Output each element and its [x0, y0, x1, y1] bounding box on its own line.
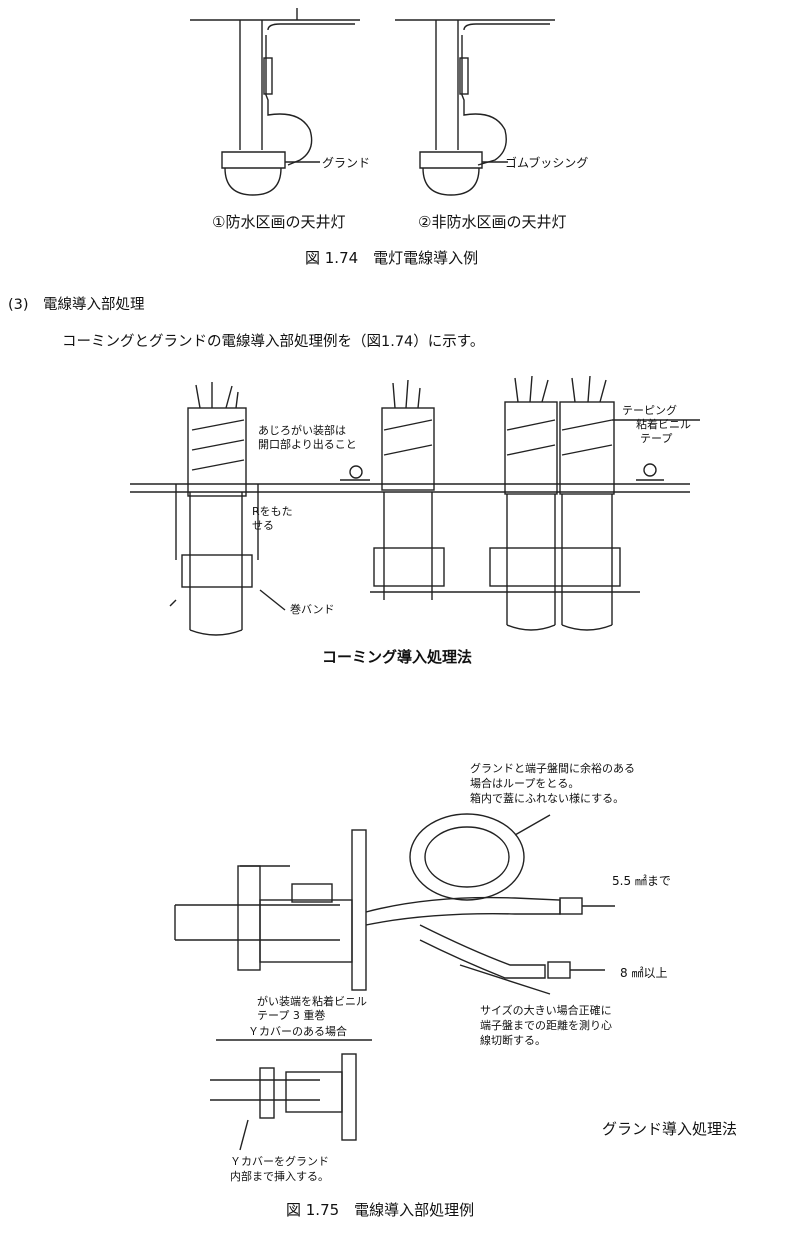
gland-label-8mm: 8 ㎟以上: [620, 966, 668, 980]
figure-caption-175: 図 1.75 電線導入部処理例: [286, 1201, 475, 1219]
section-heading: (3) 電線導入部処理: [8, 297, 145, 313]
gland-note-armor-2: テープ 3 重巻: [257, 1009, 326, 1022]
gland-note-loop-1: グランドと端子盤間に余裕のある: [470, 762, 635, 775]
coaming-note-vinyl-1: 粘着ビニル: [636, 418, 691, 431]
figure-caption-174: 図 1.74 電灯電線導入例: [305, 249, 479, 267]
subcaption-non-waterproof: ②非防水区画の天井灯: [418, 213, 567, 231]
ycover-note-1: Ｙカバーをグランド: [230, 1155, 329, 1168]
gland-note-armor-1: がい装端を粘着ビニル: [257, 995, 367, 1008]
gland-label-5-5mm: 5.5 ㎟まで: [612, 874, 671, 888]
gland-note-loop-3: 箱内で蓋にふれない様にする。: [470, 792, 625, 805]
subcaption-waterproof: ①防水区画の天井灯: [212, 213, 346, 231]
section-body: コーミングとグランドの電線導入部処理例を（図1.74）に示す。: [62, 334, 485, 350]
coaming-note-armor-1: あじろがい装部は: [258, 424, 346, 437]
gland-note-size-1: サイズの大きい場合正確に: [480, 1004, 612, 1017]
coaming-title: コーミング導入処理法: [322, 648, 473, 666]
gland-label: グランド: [322, 156, 371, 170]
ycover-title: Ｙカバーのある場合: [248, 1025, 347, 1038]
ycover-note-2: 内部まで挿入する。: [230, 1170, 329, 1183]
rubber-bushing-label: ゴムブッシング: [505, 156, 589, 170]
gland-title: グランド導入処理法: [602, 1120, 738, 1138]
gland-note-size-2: 端子盤までの距離を測り心: [480, 1019, 612, 1032]
coaming-note-band: 巻バンド: [290, 603, 335, 616]
gland-note-loop-2: 場合はループをとる。: [470, 777, 580, 790]
coaming-note-r-1: Rをもた: [252, 505, 293, 518]
coaming-note-r-2: せる: [252, 519, 274, 532]
coaming-note-taping: テーピング: [622, 404, 677, 417]
gland-note-size-3: 線切断する。: [480, 1034, 546, 1047]
coaming-note-armor-2: 開口部より出ること: [258, 438, 357, 451]
coaming-note-vinyl-2: テープ: [640, 432, 673, 445]
